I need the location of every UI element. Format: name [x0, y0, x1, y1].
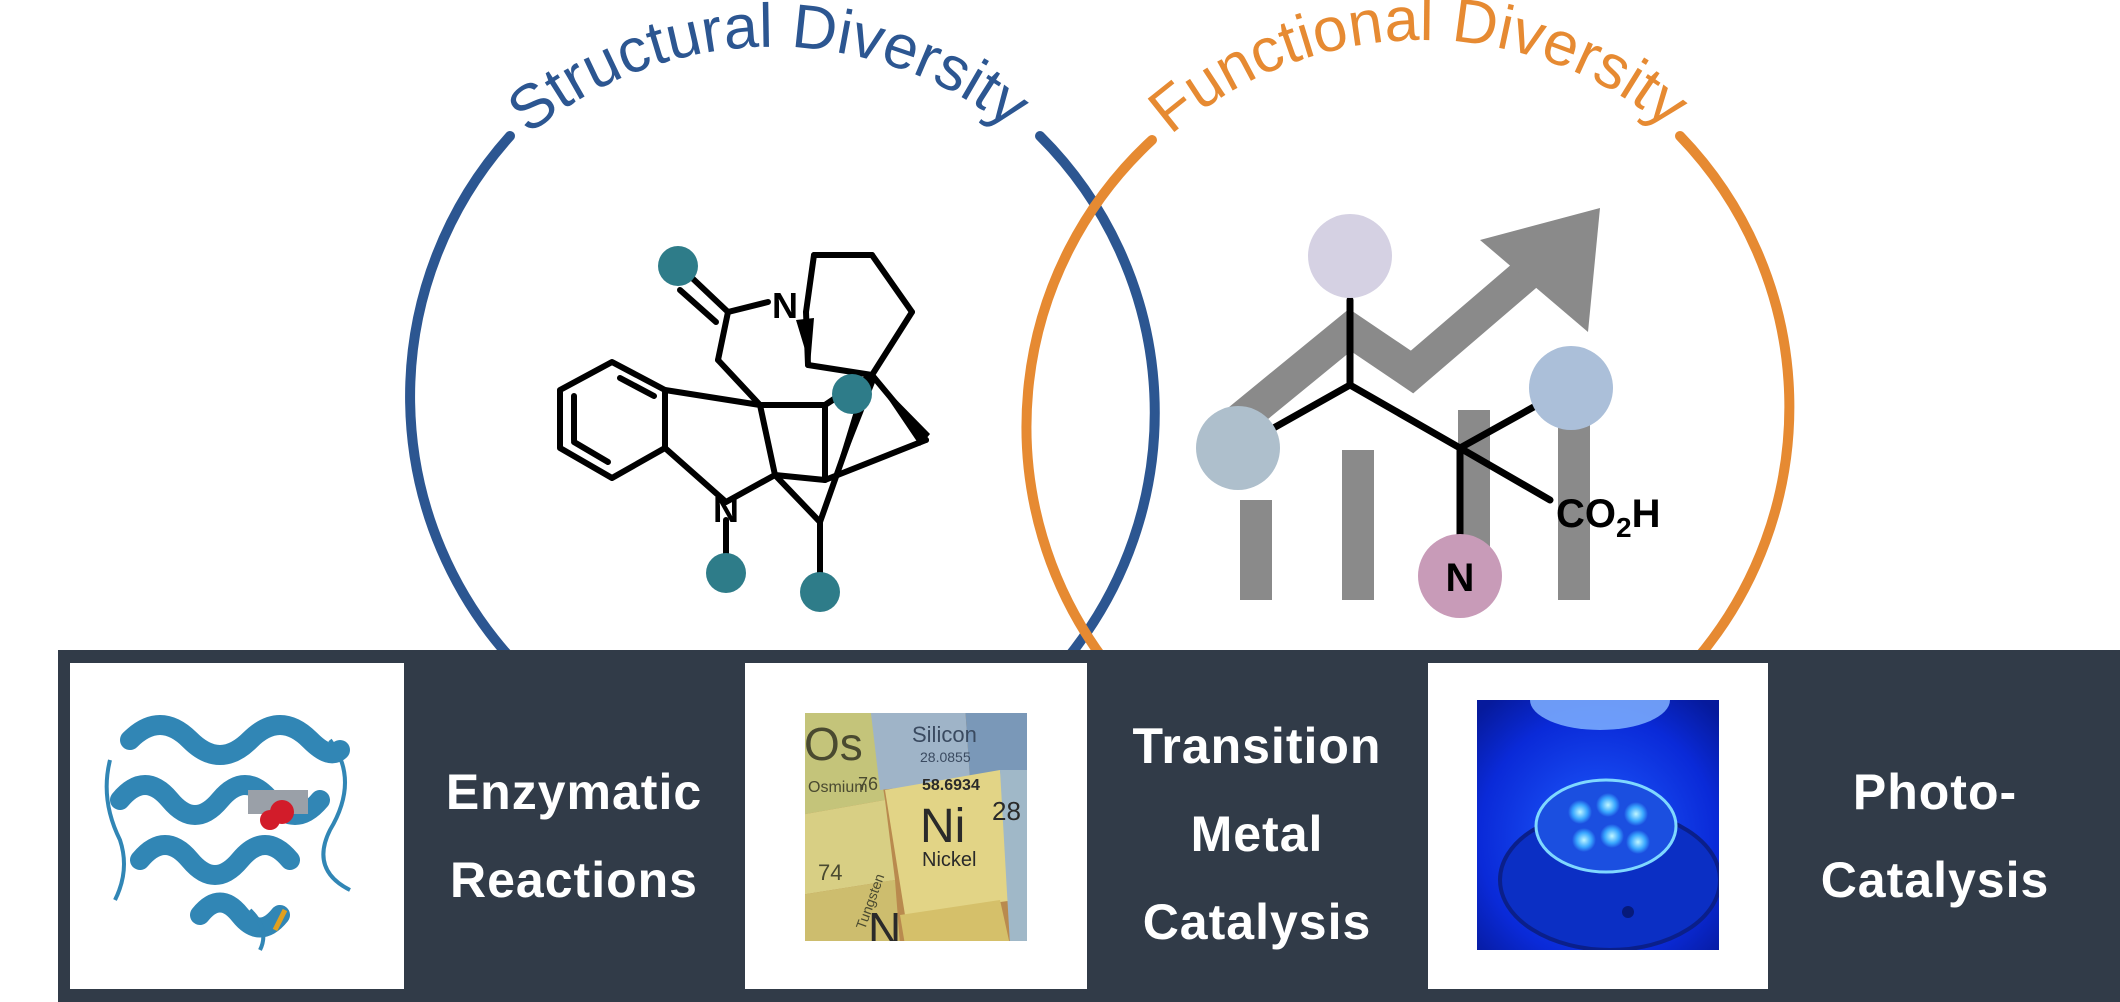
carboxylic-acid-label: CO2H: [1556, 492, 1660, 543]
svg-text:76: 76: [858, 774, 878, 794]
photocatalysis-label: Photo- Catalysis: [1820, 764, 2050, 908]
amide-n-label: N: [772, 285, 798, 326]
substituent-atom-indole-n: [706, 553, 746, 593]
nitrogen-tile: [900, 900, 1010, 941]
svg-text:N: N: [868, 903, 901, 955]
trend-arrow-head-icon: [1480, 208, 1600, 332]
substituent-atom-cage: [832, 374, 872, 414]
svg-text:Nickel: Nickel: [922, 849, 976, 871]
wedge-bond-2: [872, 375, 930, 446]
functional-diversity-circle: Functional Diversity: [1021, 0, 1795, 665]
chart-bar-2: [1342, 450, 1374, 600]
amine-atom: [1418, 534, 1502, 618]
amino-acid-skeleton: [1234, 296, 1579, 552]
svg-text:28: 28: [992, 796, 1021, 826]
alkaloid-skeleton: [557, 252, 929, 578]
led-photoreactor-image: [1428, 663, 1768, 989]
substituent-atom-carbonyl: [658, 246, 698, 286]
element-tiles-image: Silicon 28.0855 Os Osmium 76 58.6934 28 …: [745, 663, 1087, 989]
structural-diversity-circle: Structural Diversity: [405, 0, 1160, 671]
indole-n-label: N: [713, 489, 739, 530]
r-group-right-atom: [1529, 346, 1613, 430]
structural-diversity-title: Structural Diversity: [495, 0, 1042, 146]
chart-bar-4: [1558, 400, 1590, 600]
chart-bar-1: [1240, 500, 1272, 600]
enzymatic-reactions-label: Enzymatic Reactions: [445, 764, 703, 908]
enzyme-image-tile: [70, 663, 404, 989]
functional-arc-left: [1021, 135, 1157, 665]
functional-diversity-title: Functional Diversity: [1136, 0, 1701, 146]
svg-text:Osmium: Osmium: [808, 779, 868, 796]
silicon-tile: [870, 713, 970, 790]
svg-text:Ni: Ni: [920, 800, 965, 853]
svg-text:58.6934: 58.6934: [922, 777, 980, 794]
wedge-bond-1: [796, 318, 814, 366]
amine-n-label: N: [1446, 556, 1475, 600]
protein-loop-lines: [104, 738, 351, 951]
nickel-tile: [885, 770, 1015, 915]
transition-metal-catalysis-label: Transition Metal Catalysis: [1132, 718, 1382, 950]
substituent-atom-bottom: [800, 572, 840, 612]
svg-text:74: 74: [818, 860, 842, 885]
structural-arc-left: [405, 131, 523, 671]
svg-text:Silicon: Silicon: [912, 722, 977, 747]
r-group-left-atom: [1196, 406, 1280, 490]
tungsten-tile: [805, 880, 900, 941]
osmium-tile: [805, 713, 885, 815]
svg-text:28.0855: 28.0855: [920, 749, 971, 765]
functional-arc-right: [1675, 131, 1795, 665]
svg-text:Os: Os: [804, 718, 863, 770]
r-group-top-atom: [1308, 214, 1392, 298]
trend-line: [1229, 245, 1557, 434]
